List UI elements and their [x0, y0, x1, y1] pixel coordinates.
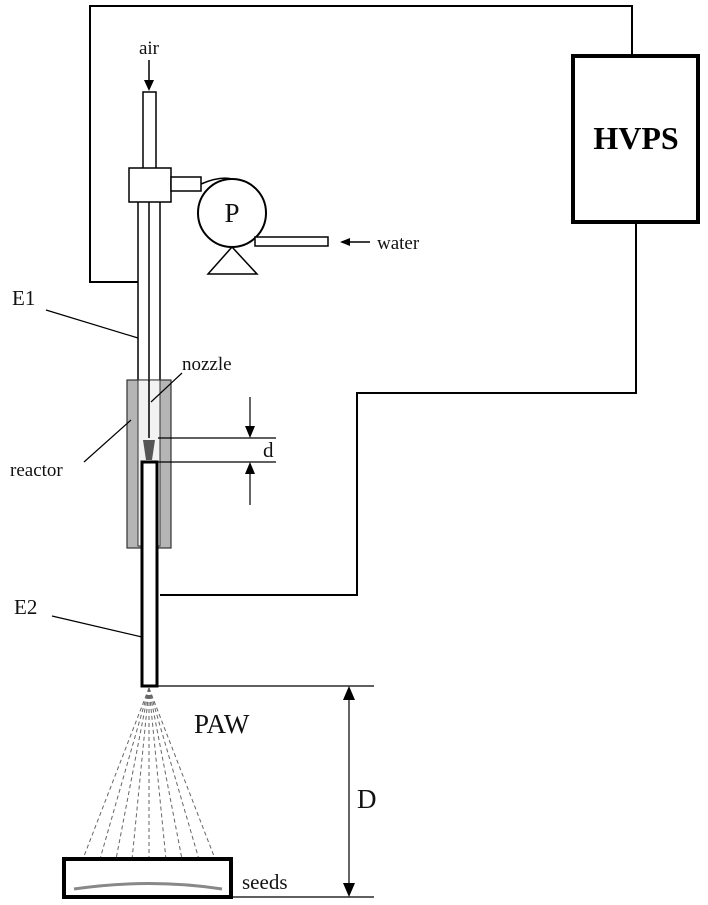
reactor-label: reactor [10, 460, 63, 481]
gap-d-label: d [263, 438, 274, 462]
seeds-label: seeds [242, 870, 288, 894]
e1-label: E1 [12, 286, 35, 310]
e2-leader-line [51, 615, 143, 638]
paw-spray [73, 687, 225, 883]
air-label: air [139, 38, 160, 59]
nozzle-leader-line [150, 372, 183, 403]
water-label: water [377, 233, 420, 254]
distance-d-dimension [158, 685, 374, 898]
electrode-e2 [140, 460, 159, 688]
gap-d-dimension [158, 397, 276, 505]
t-junction [128, 167, 172, 203]
pump-outlet-curve [200, 177, 233, 185]
wire-hvps-to-e2 [160, 222, 637, 596]
wire-e1-to-hvps [89, 5, 633, 283]
pump: P [197, 177, 267, 275]
e2-label: E2 [14, 595, 37, 619]
t-junction-side-pipe [170, 176, 202, 192]
seeds-layer [73, 882, 223, 891]
reactor-leader-line [83, 419, 132, 463]
hvps-label: HVPS [593, 120, 678, 156]
pump-label: P [224, 198, 239, 228]
distance-d-label: D [357, 784, 377, 814]
air-inlet-tube [142, 91, 157, 171]
pump-stand [206, 245, 259, 275]
paw-label: PAW [194, 709, 250, 739]
water-inlet-pipe [254, 236, 329, 247]
nozzle-tip [143, 440, 155, 460]
seed-tray-box [62, 857, 233, 899]
hvps-unit: HVPS [571, 54, 700, 224]
e1-leader-line [45, 309, 139, 339]
water-inlet-arrow [340, 238, 370, 246]
air-inlet-arrow [144, 60, 154, 91]
hvps-box [571, 54, 700, 224]
nozzle-label: nozzle [182, 354, 232, 375]
seed-tray [62, 857, 233, 899]
